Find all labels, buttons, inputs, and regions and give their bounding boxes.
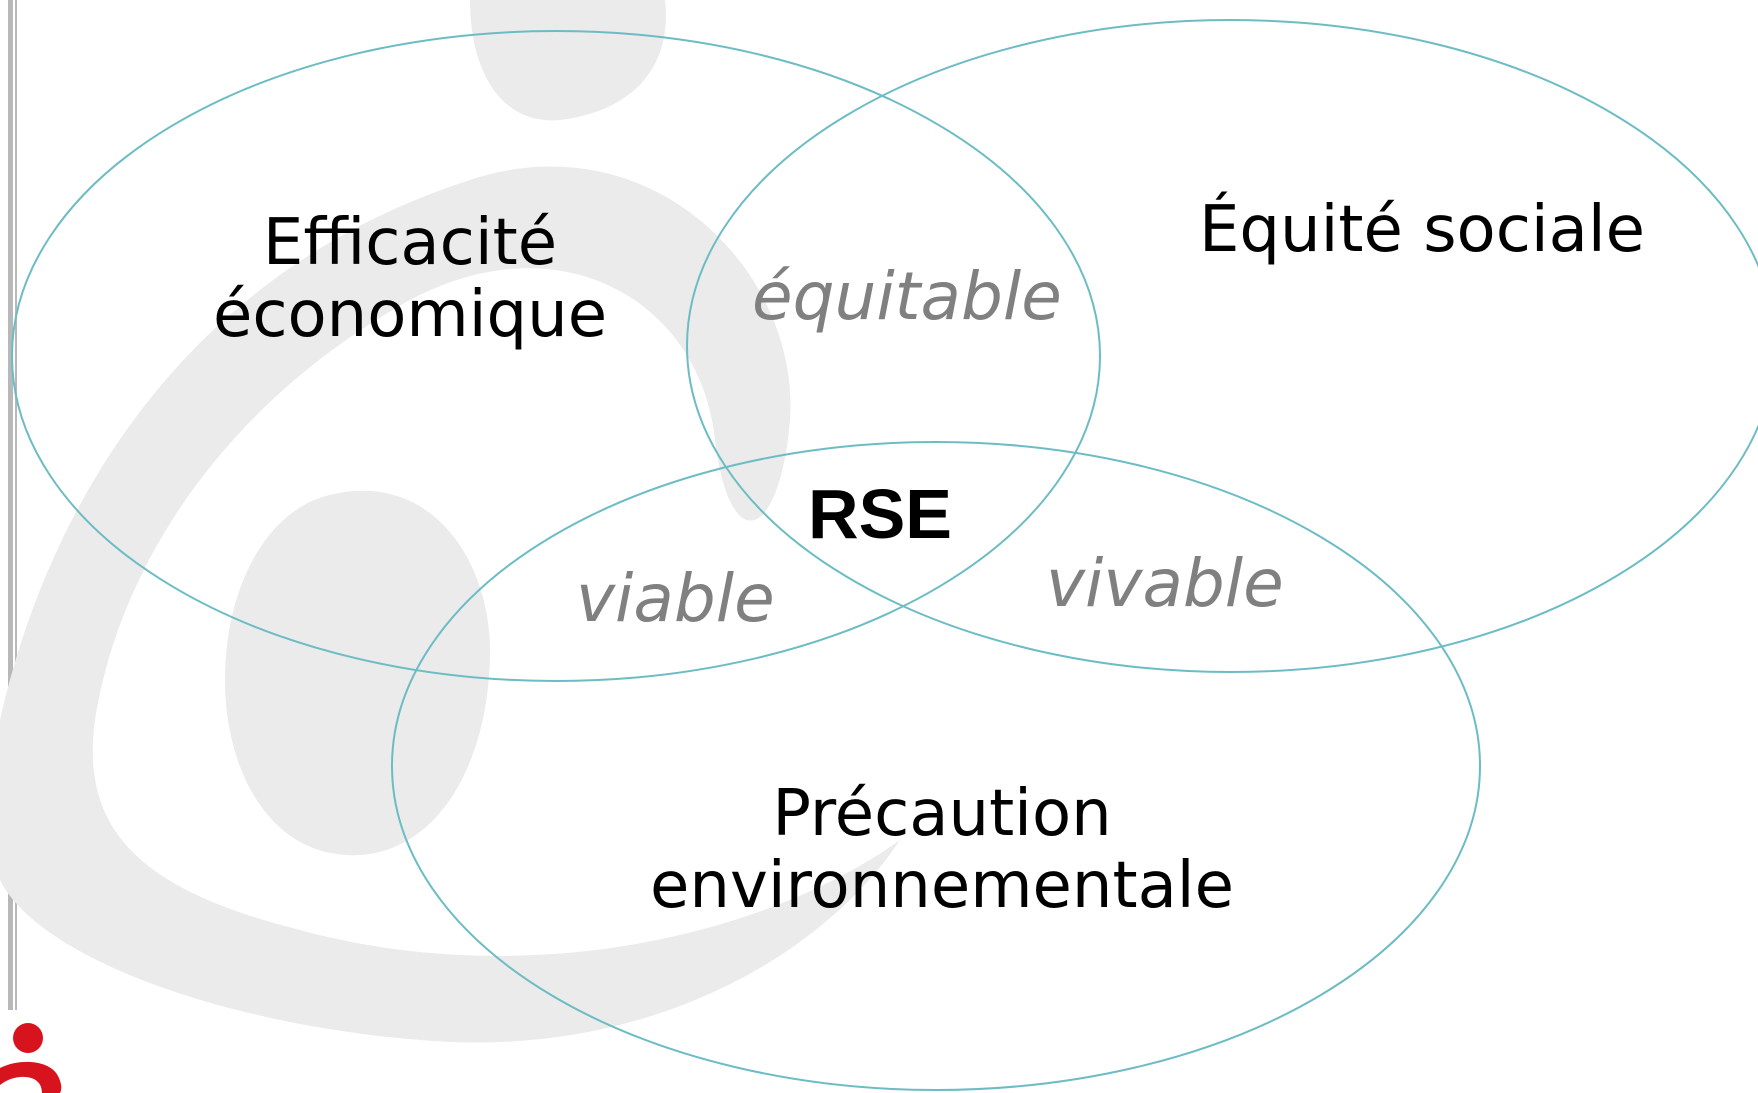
overlap-label-viable: viable [576,560,775,637]
environment-label-line-2: environnementale [650,848,1234,923]
social-label: Équité sociale [1192,193,1652,267]
environment-label: Précaution environnementale [642,777,1242,923]
overlap-label-equitable: équitable [752,258,1062,335]
social-label-line-1: Équité sociale [1198,193,1646,267]
swirl-watermark-icon [0,0,900,1043]
economic-label-line-1: Efficacité [262,206,558,280]
economic-label-line-2: économique [212,277,608,352]
left-rule [8,0,17,1010]
environment-label-line-1: Précaution [772,777,1112,851]
circle-economic [11,30,1101,682]
person-logo-icon [0,1023,62,1093]
economic-label: Efficacité économique [200,206,620,352]
circle-environment [391,441,1481,1091]
circle-social [686,19,1758,673]
overlap-label-vivable: vivable [1046,545,1284,622]
center-label-rse: RSE [808,475,952,553]
